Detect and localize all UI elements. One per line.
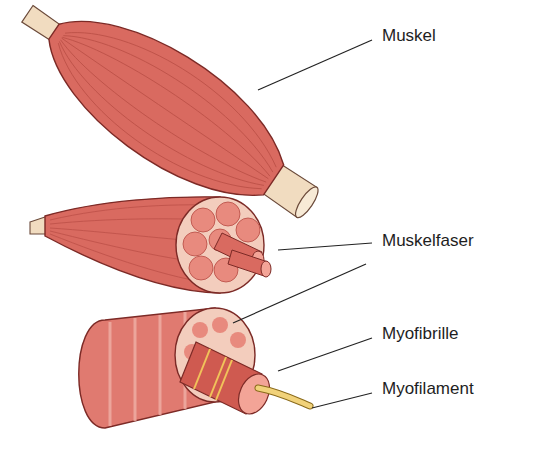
part-label: Muskel [380, 26, 438, 46]
fascicle-drawing [30, 197, 271, 293]
leader-lines [233, 40, 372, 408]
part-label: Myofibrille [380, 324, 461, 344]
part-label: Myofilament [380, 379, 476, 399]
fibre-drawing [79, 308, 310, 428]
part-label: Muskelfaser [380, 231, 476, 251]
